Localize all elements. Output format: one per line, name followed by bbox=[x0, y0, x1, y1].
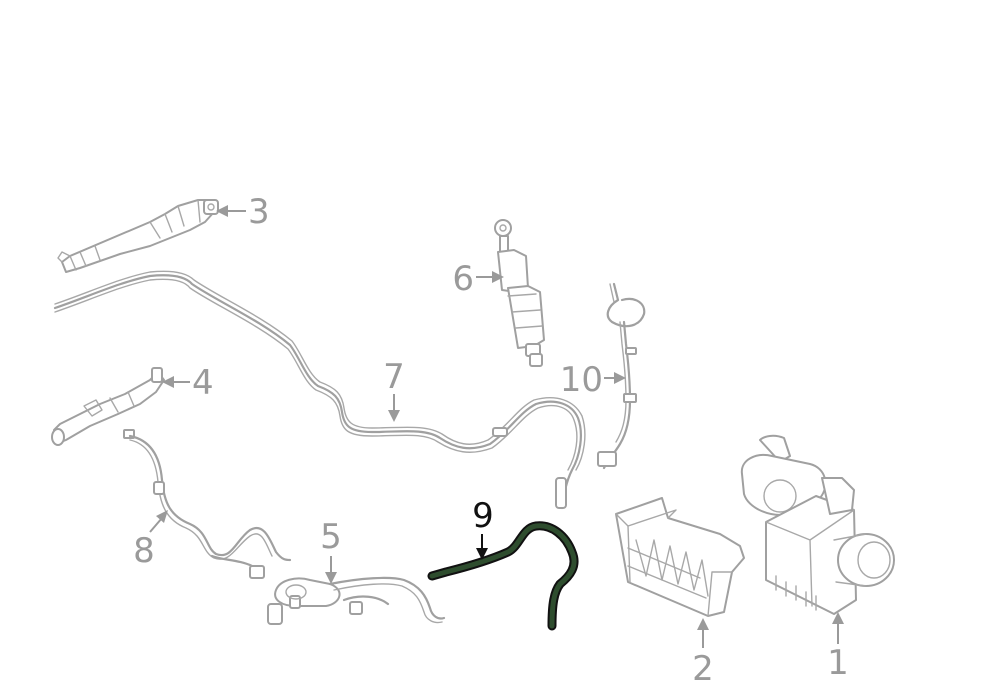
callout-7[interactable]: 7 bbox=[383, 357, 405, 422]
part-3-cylinder[interactable] bbox=[57, 199, 219, 273]
part-7-line[interactable] bbox=[53, 270, 586, 510]
callout-label-4: 4 bbox=[192, 363, 214, 403]
callout-4[interactable]: 4 bbox=[162, 363, 214, 403]
callout-label-10: 10 bbox=[560, 360, 603, 400]
part-5-hose[interactable] bbox=[267, 576, 446, 625]
part-10-sensor-line[interactable] bbox=[597, 282, 646, 470]
part-6-damper[interactable] bbox=[494, 219, 545, 367]
callout-1[interactable]: 1 bbox=[827, 612, 849, 683]
part-4-cylinder[interactable] bbox=[51, 367, 165, 446]
callout-label-9: 9 bbox=[472, 496, 494, 536]
part-2-bracket[interactable] bbox=[615, 497, 745, 617]
callout-8[interactable]: 8 bbox=[133, 510, 168, 571]
callout-label-2: 2 bbox=[692, 649, 714, 689]
callout-6[interactable]: 6 bbox=[452, 259, 504, 299]
callout-label-1: 1 bbox=[827, 643, 849, 683]
callout-label-3: 3 bbox=[248, 192, 270, 232]
callout-label-5: 5 bbox=[320, 517, 342, 557]
part-1-module[interactable] bbox=[740, 434, 895, 615]
callout-label-7: 7 bbox=[383, 357, 405, 397]
callout-3[interactable]: 3 bbox=[216, 192, 270, 232]
callout-5[interactable]: 5 bbox=[320, 517, 342, 584]
part-9-hose-highlighted[interactable] bbox=[427, 521, 579, 631]
callout-label-8: 8 bbox=[133, 531, 155, 571]
part-8-harness[interactable] bbox=[123, 429, 292, 579]
callout-label-6: 6 bbox=[452, 259, 474, 299]
callout-10[interactable]: 10 bbox=[560, 360, 626, 400]
callout-9[interactable]: 9 bbox=[472, 496, 494, 560]
callout-2[interactable]: 2 bbox=[692, 618, 714, 689]
